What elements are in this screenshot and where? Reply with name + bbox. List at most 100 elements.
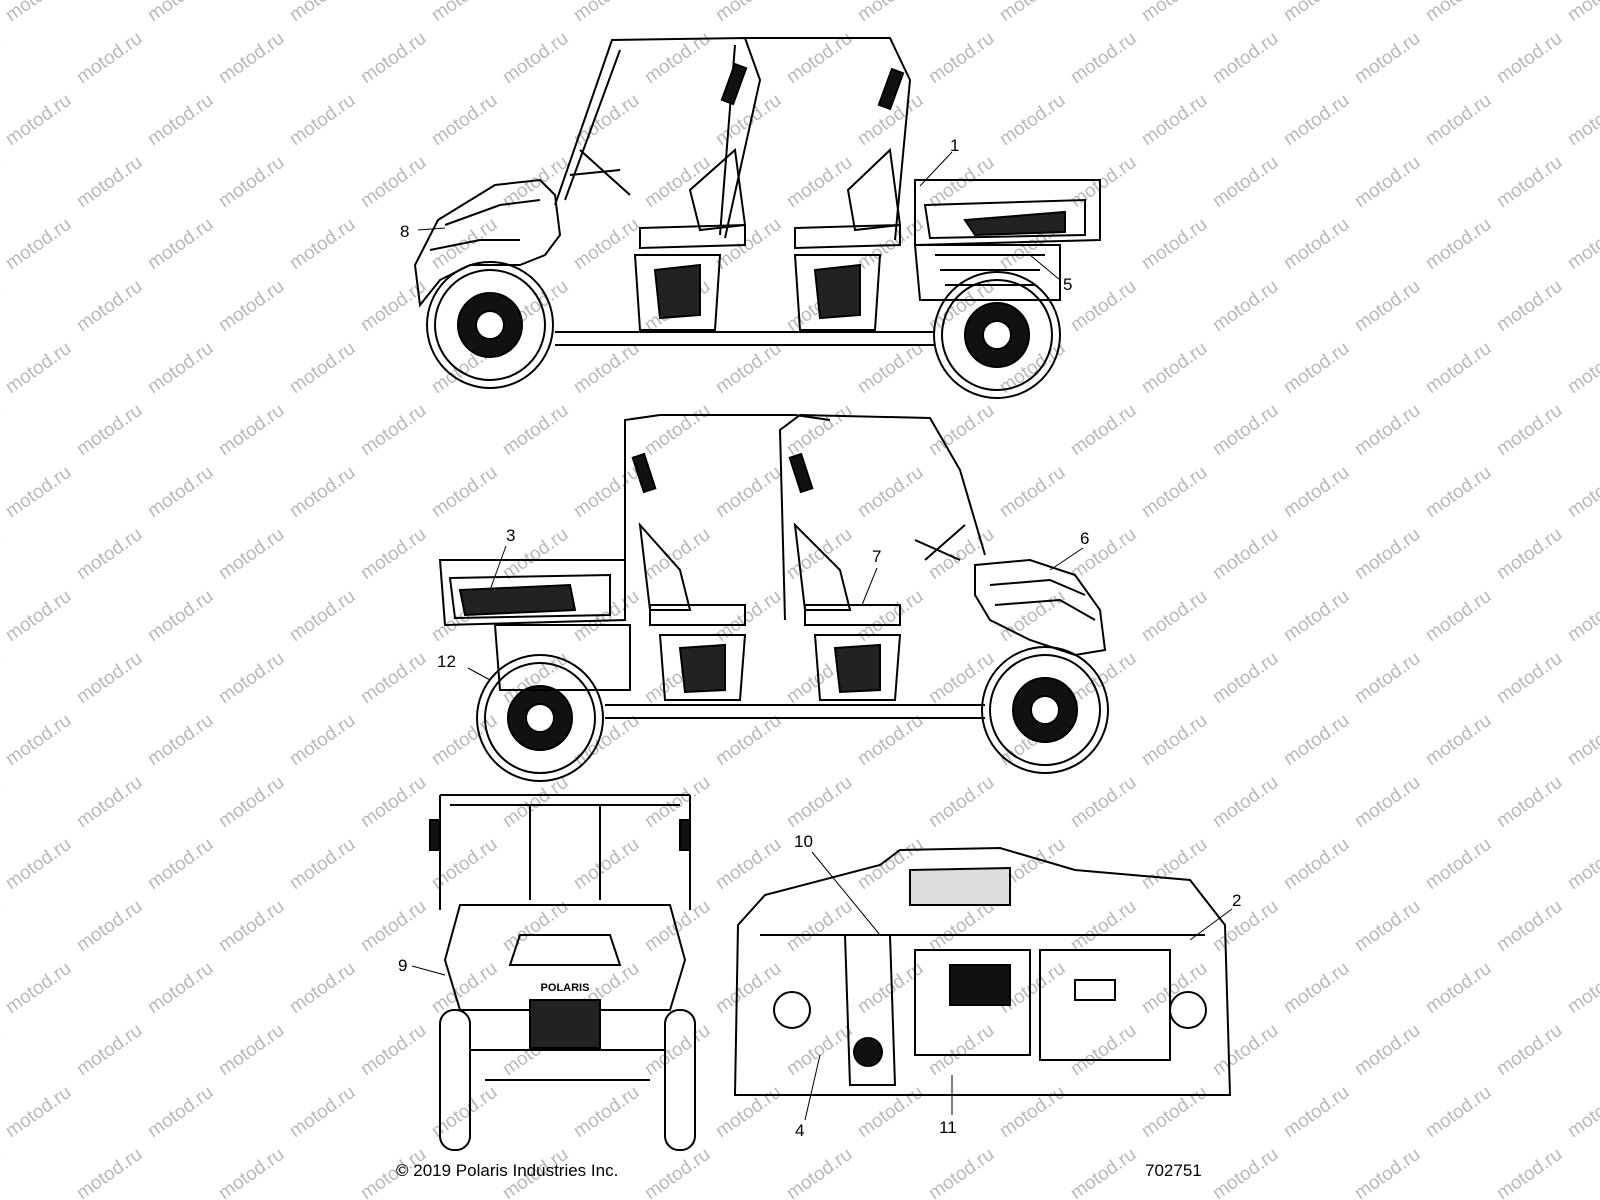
watermark-text: motod.ru [570,834,643,894]
watermark-text: motod.ru [1351,772,1424,832]
watermark-text: motod.ru [1280,0,1353,26]
front-view: POLARIS [429,794,696,1151]
watermark-text: motod.ru [73,648,146,708]
watermark-text: motod.ru [1351,400,1424,460]
watermark-text: motod.ru [783,28,856,88]
watermark-text: motod.ru [1493,648,1566,708]
watermark-text: motod.ru [1067,276,1140,336]
watermark-text: motod.ru [712,586,785,646]
watermark-text: motod.ru [783,400,856,460]
watermark-text: motod.ru [996,586,1069,646]
watermark-text: motod.ru [215,1020,288,1080]
watermark-text: motod.ru [144,90,217,150]
watermark-text: motod.ru [1422,214,1495,274]
wheel-rear-2 [476,654,604,782]
watermark-text: motod.ru [1351,28,1424,88]
watermark-text: motod.ru [357,772,430,832]
watermark-text: motod.ru [428,90,501,150]
watermark-text: motod.ru [73,28,146,88]
watermark-text: motod.ru [2,834,75,894]
watermark-text: motod.ru [1493,896,1566,956]
watermark-text: motod.ru [428,1082,501,1142]
wheel-rear [426,261,554,389]
watermark-text: motod.ru [1564,710,1600,770]
callout-10: 10 [794,832,813,851]
watermark-text: motod.ru [2,710,75,770]
watermark-text: motod.ru [1280,214,1353,274]
watermark-text: motod.ru [1138,214,1211,274]
watermark-text: motod.ru [0,1020,4,1080]
watermark-text: motod.ru [1209,524,1282,584]
watermark-text: motod.ru [1493,276,1566,336]
watermark-text: motod.ru [73,772,146,832]
callout-labels: 1 8 5 3 7 6 12 9 10 2 4 11 [398,136,1241,1140]
watermark-text: motod.ru [144,586,217,646]
watermark-text: motod.ru [1422,462,1495,522]
leaders-front [411,965,446,976]
watermark-text: motod.ru [1138,338,1211,398]
watermark-text: motod.ru [641,152,714,212]
watermark-text: motod.ru [570,0,643,26]
watermark-text: motod.ru [215,276,288,336]
watermark-text: motod.ru [1067,772,1140,832]
watermark-text: motod.ru [1493,1144,1566,1200]
watermark-text: motod.ru [1351,524,1424,584]
watermark-text: motod.ru [286,338,359,398]
watermark-text: motod.ru [1422,710,1495,770]
diagram-part-number: 702751 [1145,1161,1202,1180]
watermark-text: motod.ru [1280,710,1353,770]
watermark-text: motod.ru [783,772,856,832]
watermark-text: motod.ru [1138,586,1211,646]
side-view-left [413,36,1101,399]
watermark-text: motod.ru [357,648,430,708]
callout-8: 8 [400,222,409,241]
side-view-right [438,413,1109,782]
watermark-text: motod.ru [0,400,4,460]
watermark-text: motod.ru [783,152,856,212]
watermark-text: motod.ru [2,1082,75,1142]
watermark-text: motod.ru [641,772,714,832]
watermark-text: motod.ru [0,276,4,336]
callout-3: 3 [506,526,515,545]
watermark-text: motod.ru [1564,338,1600,398]
watermark-text: motod.ru [1280,834,1353,894]
watermark-text: motod.ru [641,1144,714,1200]
watermark-text: motod.ru [499,400,572,460]
watermark-text: motod.ru [1280,958,1353,1018]
watermark-text: motod.ru [2,214,75,274]
front-badge: POLARIS [541,982,590,994]
watermark-text: motod.ru [286,0,359,26]
watermark-text: motod.ru [925,1144,998,1200]
watermark-text: motod.ru [215,1144,288,1200]
watermark-text: motod.ru [1422,1082,1495,1142]
watermark-text: motod.ru [1280,1082,1353,1142]
watermark-text: motod.ru [1564,586,1600,646]
watermark-text: motod.ru [1209,648,1282,708]
callout-7: 7 [872,547,881,566]
watermark-text: motod.ru [1138,90,1211,150]
watermark-text: motod.ru [712,834,785,894]
watermark-text: motod.ru [1351,276,1424,336]
watermark-text: motod.ru [73,1144,146,1200]
watermark-text: motod.ru [144,462,217,522]
watermark-text: motod.ru [2,0,75,26]
watermark-text: motod.ru [286,462,359,522]
watermark-text: motod.ru [996,1082,1069,1142]
watermark-text: motod.ru [215,400,288,460]
watermark-text: motod.ru [570,90,643,150]
watermark-text: motod.ru [0,152,4,212]
watermark-text: motod.ru [357,400,430,460]
watermark-text: motod.ru [925,772,998,832]
watermark-text: motod.ru [286,710,359,770]
watermark-text: motod.ru [854,0,927,26]
callout-9: 9 [398,956,407,975]
watermark-text: motod.ru [144,1082,217,1142]
watermark-text: motod.ru [925,1020,998,1080]
watermark-text: motod.ru [854,338,927,398]
watermark-text: motod.ru [428,0,501,26]
watermark-text: motod.ru [357,152,430,212]
watermark-text: motod.ru [570,214,643,274]
watermark-text: motod.ru [1422,586,1495,646]
leaders-dash [804,851,1233,1121]
